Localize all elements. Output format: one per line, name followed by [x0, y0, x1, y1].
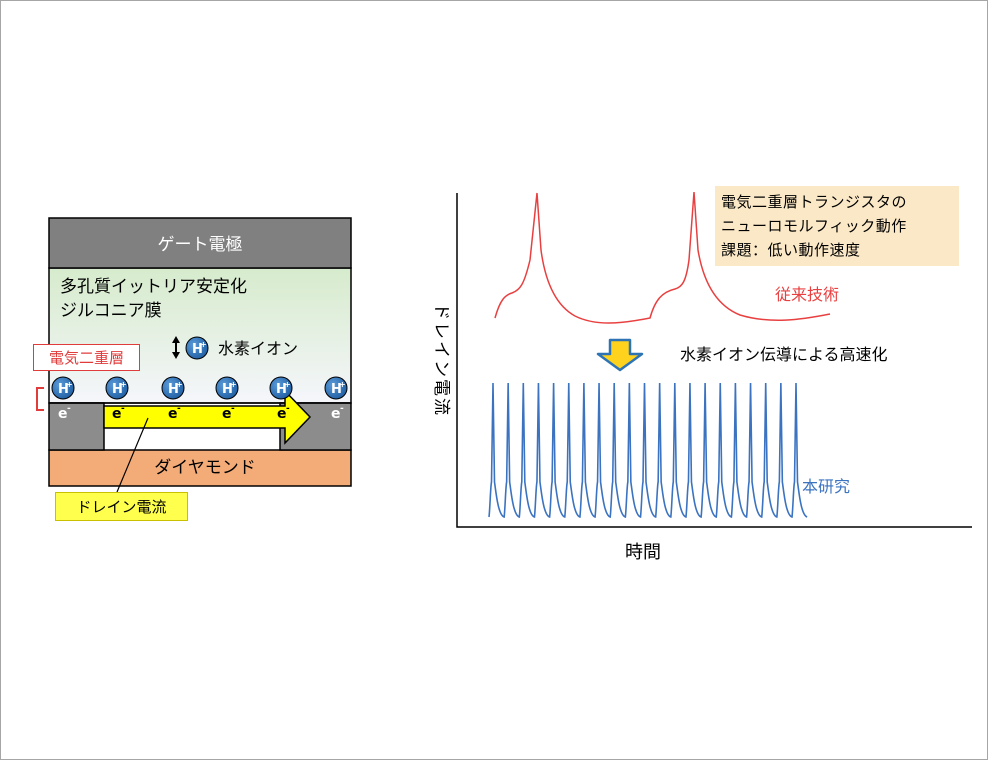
- mobile-proton: H +: [172, 336, 209, 360]
- svg-text:+: +: [176, 380, 183, 389]
- this-work-label: 本研究: [802, 477, 850, 496]
- graph-axes: [456, 193, 972, 528]
- svg-text:-: -: [177, 404, 181, 414]
- speedup-arrow-icon: [596, 338, 644, 372]
- proton-icon: H +: [185, 336, 209, 360]
- diamond-label: ダイヤモンド: [154, 458, 256, 478]
- proton-icon: H +: [324, 376, 348, 400]
- svg-text:+: +: [230, 380, 237, 389]
- proton-icon: H +: [161, 376, 185, 400]
- svg-text:e: e: [112, 406, 122, 422]
- drain-current-arrow: [103, 389, 312, 445]
- svg-text:H: H: [222, 382, 233, 397]
- svg-text:H: H: [192, 342, 203, 357]
- conventional-label: 従来技術: [775, 285, 839, 304]
- svg-text:e: e: [277, 406, 287, 422]
- edl-label: 電気二重層: [33, 344, 140, 371]
- hydrogen-ion-label: 水素イオン: [218, 339, 298, 358]
- svg-text:H: H: [331, 382, 342, 397]
- drain-current-leader: [116, 417, 149, 493]
- conventional-trace: [494, 191, 831, 324]
- electron-icon: e -: [277, 404, 290, 422]
- interface-protons: H + H + H + H + H + H +: [51, 376, 348, 400]
- up-down-arrow-icon: [172, 336, 180, 359]
- proton-icon: H +: [269, 376, 293, 400]
- diamond-substrate: [48, 449, 352, 487]
- proton-icon: H +: [105, 376, 129, 400]
- electron-icon: e -: [331, 404, 344, 422]
- svg-text:e: e: [58, 406, 68, 422]
- svg-text:+: +: [339, 380, 346, 389]
- electron-icon: e -: [222, 404, 235, 422]
- svg-text:-: -: [67, 404, 71, 414]
- electron-icon: e -: [58, 404, 71, 422]
- membrane-label-line1: 多孔質イットリア安定化: [60, 277, 247, 297]
- svg-text:+: +: [200, 340, 207, 349]
- svg-text:+: +: [120, 380, 127, 389]
- electrons: e - e - e - e - e - e -: [58, 404, 344, 422]
- edl-bracket: [36, 387, 44, 411]
- note-line-2: ニューロモルフィック動作: [721, 217, 907, 235]
- proton-icon: H +: [215, 376, 239, 400]
- svg-text:-: -: [121, 404, 125, 414]
- svg-text:-: -: [231, 404, 235, 414]
- proton-icon: H +: [51, 376, 75, 400]
- gate-label: ゲート電極: [158, 235, 243, 255]
- svg-text:+: +: [66, 380, 73, 389]
- svg-text:H: H: [168, 382, 179, 397]
- drain-current-label: ドレイン電流: [55, 492, 188, 521]
- note-line-1: 電気二重層トランジスタの: [721, 193, 908, 211]
- svg-text:-: -: [340, 404, 344, 414]
- speedup-label: 水素イオン伝導による高速化: [680, 345, 888, 364]
- membrane-label-line2: ジルコニア膜: [60, 301, 162, 321]
- electron-icon: e -: [112, 404, 125, 422]
- svg-text:H: H: [112, 382, 123, 397]
- problem-note: 電気二重層トランジスタの ニューロモルフィック動作 課題：低い動作速度: [715, 186, 959, 266]
- note-line-3: 課題：低い動作速度: [721, 241, 861, 259]
- electron-icon: e -: [168, 404, 181, 422]
- svg-text:e: e: [331, 406, 341, 422]
- svg-text:-: -: [286, 404, 290, 414]
- this-work-trace: [488, 382, 808, 519]
- svg-text:+: +: [284, 380, 291, 389]
- svg-text:H: H: [58, 382, 69, 397]
- y-axis-label: ドレイン電流: [431, 303, 451, 417]
- gate-electrode: [48, 217, 352, 269]
- svg-text:H: H: [276, 382, 287, 397]
- svg-text:e: e: [222, 406, 232, 422]
- x-axis-label: 時間: [625, 542, 661, 563]
- svg-text:e: e: [168, 406, 178, 422]
